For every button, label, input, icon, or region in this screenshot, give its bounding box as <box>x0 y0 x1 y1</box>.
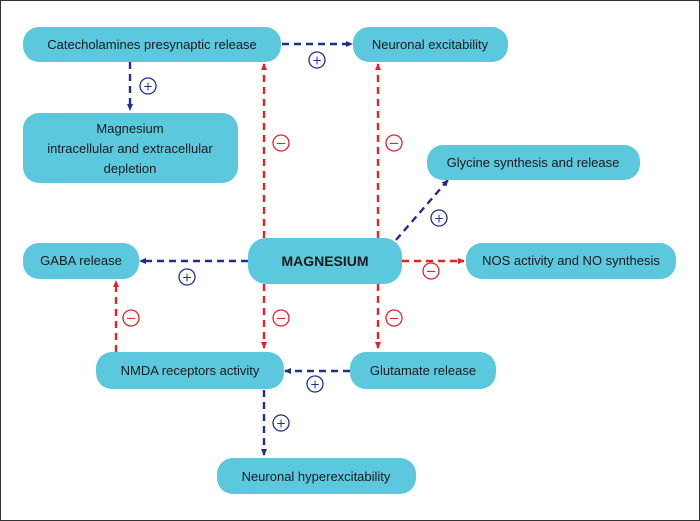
node-magnesium: MAGNESIUM <box>248 238 402 284</box>
signs: + + − − + + − − <box>122 51 448 432</box>
sign-plus-glutamate-nmda: + <box>306 375 324 393</box>
sign-plus-catecholamines-depletion: + <box>139 77 157 95</box>
node-nmda-label: NMDA receptors activity <box>121 363 260 378</box>
svg-text:+: + <box>143 80 153 94</box>
node-catecholamines-label: Catecholamines presynaptic release <box>47 37 257 52</box>
svg-text:−: − <box>276 312 287 327</box>
node-neuronal-excitability-label: Neuronal excitability <box>372 37 489 52</box>
node-magnesium-depletion-line-3: depletion <box>104 161 157 176</box>
svg-text:−: − <box>389 312 400 327</box>
node-hyperexcitability-label: Neuronal hyperexcitability <box>242 469 391 484</box>
connectors <box>113 41 465 456</box>
svg-text:+: + <box>310 378 320 392</box>
svg-text:+: + <box>276 417 286 431</box>
svg-text:+: + <box>434 212 444 226</box>
node-glutamate-label: Glutamate release <box>370 363 476 378</box>
sign-plus-nmda-hyperexcitability: + <box>272 414 290 432</box>
node-nmda-activity: NMDA receptors activity <box>96 352 284 389</box>
node-magnesium-label: MAGNESIUM <box>281 253 368 269</box>
sign-plus-magnesium-glycine: + <box>430 209 448 227</box>
arrow-magnesium-to-glycine <box>395 179 449 241</box>
svg-text:+: + <box>312 54 322 68</box>
sign-minus-magnesium-nos: − <box>422 262 440 280</box>
svg-text:−: − <box>389 137 400 152</box>
node-nos-activity: NOS activity and NO synthesis <box>466 243 676 279</box>
sign-minus-magnesium-excitability: − <box>385 134 403 152</box>
node-magnesium-depletion: Magnesium intracellular and extracellula… <box>23 113 238 183</box>
node-gaba-label: GABA release <box>40 253 122 268</box>
node-neuronal-hyperexcitability: Neuronal hyperexcitability <box>217 458 416 494</box>
node-glycine-synthesis: Glycine synthesis and release <box>427 145 640 180</box>
node-nos-label: NOS activity and NO synthesis <box>482 253 660 268</box>
node-neuronal-excitability: Neuronal excitability <box>353 27 508 62</box>
node-catecholamines-release: Catecholamines presynaptic release <box>23 27 281 62</box>
node-glycine-label: Glycine synthesis and release <box>447 155 620 170</box>
svg-text:−: − <box>126 312 137 327</box>
node-magnesium-depletion-line-2: intracellular and extracellular <box>47 141 213 156</box>
node-magnesium-depletion-line-1: Magnesium <box>96 121 163 136</box>
sign-minus-magnesium-nmda: − <box>272 309 290 327</box>
svg-text:−: − <box>426 265 437 280</box>
sign-minus-magnesium-glutamate: − <box>385 309 403 327</box>
node-glutamate-release: Glutamate release <box>350 352 496 389</box>
node-gaba-release: GABA release <box>23 243 139 279</box>
svg-text:+: + <box>182 271 192 285</box>
sign-plus-magnesium-gaba: + <box>178 268 196 286</box>
sign-minus-nmda-gaba: − <box>122 309 140 327</box>
sign-plus-catecholamines-excitability: + <box>308 51 326 69</box>
sign-minus-magnesium-catecholamines: − <box>272 134 290 152</box>
svg-text:−: − <box>276 137 287 152</box>
